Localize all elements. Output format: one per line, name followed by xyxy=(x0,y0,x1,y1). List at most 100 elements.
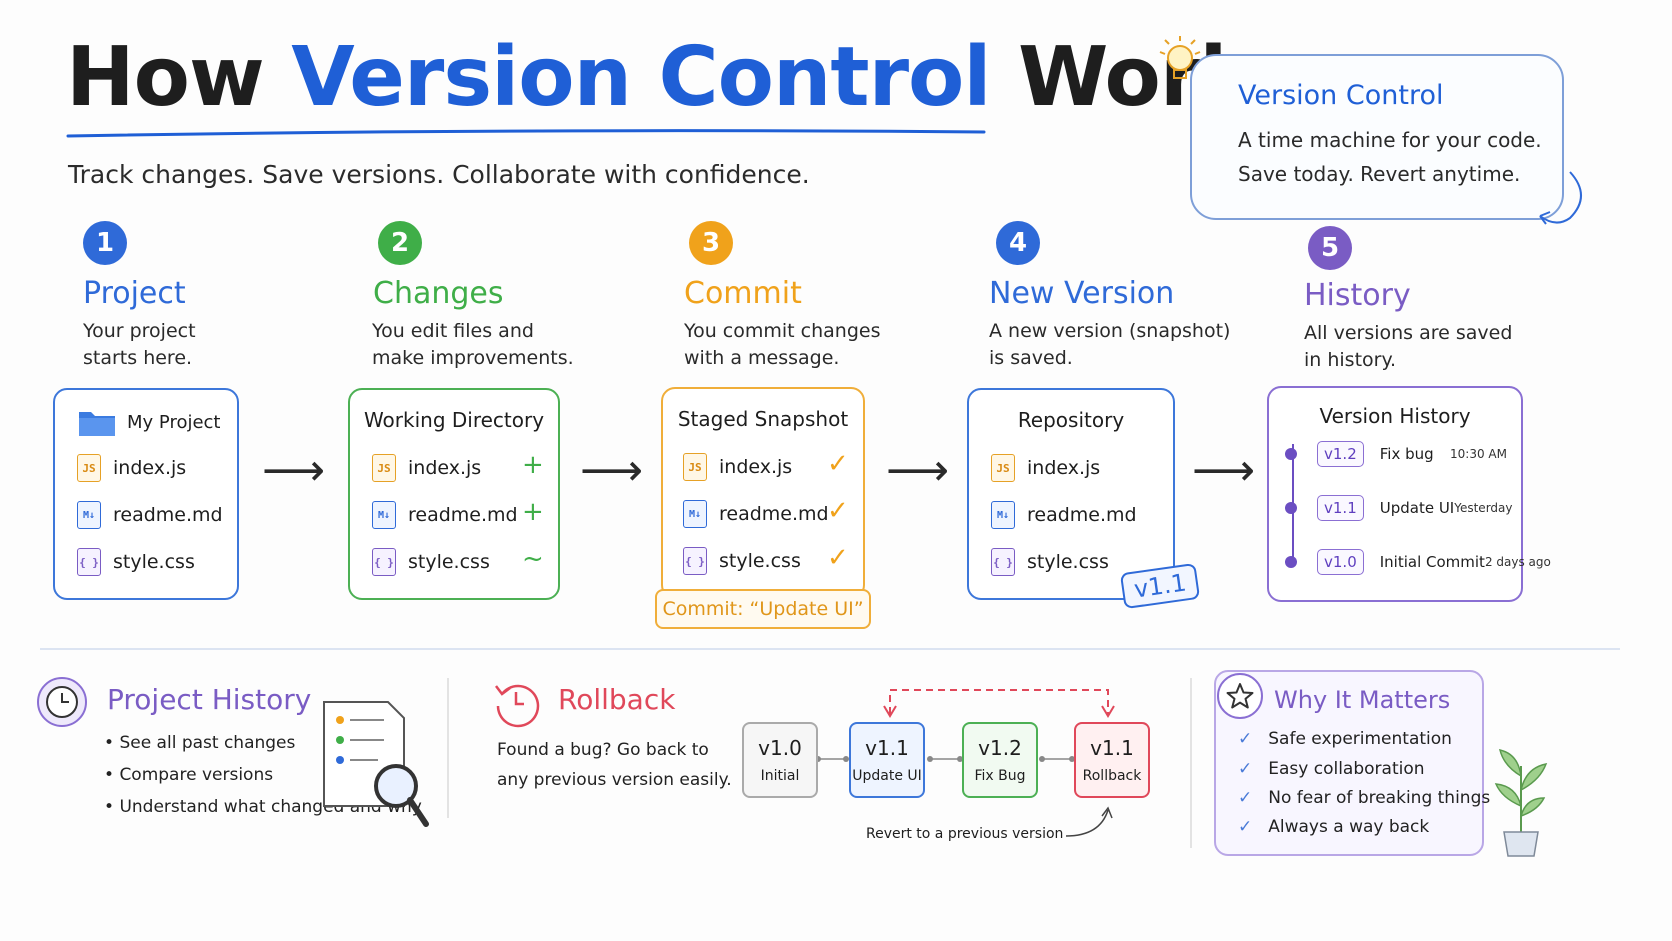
star-icon xyxy=(1217,673,1263,719)
file-name: index.js xyxy=(719,456,793,478)
step-5-desc-line-2: in history. xyxy=(1304,349,1397,371)
rollback-version-box[interactable]: v1.2 Fix Bug xyxy=(962,722,1038,798)
step-2-desc-line-2: make improvements. xyxy=(372,347,574,369)
plant-pot-icon xyxy=(1494,749,1548,857)
flow-arrow-4: ⟶ xyxy=(1192,445,1256,496)
file-name: index.js xyxy=(408,457,482,479)
css-file-icon: { } xyxy=(372,548,396,576)
column-divider xyxy=(447,678,449,818)
file-name: readme.md xyxy=(408,504,518,526)
file-name: readme.md xyxy=(719,503,829,525)
project-folder-row: My Project xyxy=(77,406,221,438)
step-4-desc-line-2: is saved. xyxy=(989,347,1073,369)
staged-check-icon: ✓ xyxy=(827,543,849,573)
rollback-version-box[interactable]: v1.1 Rollback xyxy=(1074,722,1150,798)
markdown-file-icon: M↓ xyxy=(77,501,101,529)
check-icon: ✓ xyxy=(1238,729,1253,749)
file-row-readme-md[interactable]: M↓ readme.md xyxy=(683,500,829,528)
file-name: style.css xyxy=(408,551,490,573)
column-divider xyxy=(1190,678,1192,848)
file-row-style-css[interactable]: { } style.css xyxy=(372,548,490,576)
file-row-index-js[interactable]: JS index.js xyxy=(77,454,186,482)
flow-arrow-1: ⟶ xyxy=(262,445,326,496)
file-name: style.css xyxy=(113,551,195,573)
page-title: How Version Control Works xyxy=(66,30,1302,125)
markdown-file-icon: M↓ xyxy=(991,501,1015,529)
css-file-icon: { } xyxy=(683,547,707,575)
file-row-style-css[interactable]: { } style.css xyxy=(683,547,801,575)
css-file-icon: { } xyxy=(77,548,101,576)
added-plus-icon: + xyxy=(522,450,544,480)
version-number: v1.1 xyxy=(865,736,909,760)
rollback-version-box[interactable]: v1.0 Initial xyxy=(742,722,818,798)
version-history-title: Version History xyxy=(1319,404,1471,428)
commit-time: Yesterday xyxy=(1454,501,1513,515)
why-item: ✓ Safe experimentation xyxy=(1238,729,1452,749)
step-2-title: Changes xyxy=(373,276,504,311)
callout-title: Version Control xyxy=(1238,80,1444,111)
css-file-icon: { } xyxy=(991,548,1015,576)
why-it-matters-title: Why It Matters xyxy=(1274,686,1451,714)
title-word-how: How xyxy=(66,30,265,125)
file-row-readme-md[interactable]: M↓ readme.md xyxy=(991,501,1137,529)
version-label: Rollback xyxy=(1082,768,1142,784)
check-icon: ✓ xyxy=(1238,817,1253,837)
version-control-callout: Version Control A time machine for your … xyxy=(1190,54,1564,220)
commit-message-label: Commit: “Update UI” xyxy=(655,589,871,629)
file-row-readme-md[interactable]: M↓ readme.md xyxy=(372,501,518,529)
modified-tilde-icon: ~ xyxy=(522,544,544,574)
version-tag: v1.1 xyxy=(1317,495,1364,521)
step-3-desc-line-1: You commit changes xyxy=(684,320,881,342)
step-5-desc-line-1: All versions are saved xyxy=(1304,322,1513,344)
file-row-index-js[interactable]: JS index.js xyxy=(991,454,1100,482)
step-3-number: 3 xyxy=(689,221,733,265)
history-row[interactable]: v1.1 Update UI Yesterday xyxy=(1285,492,1513,524)
version-history-card: Version History v1.2 Fix bug 10:30 AM v1… xyxy=(1267,386,1551,602)
commit-message: Update UI xyxy=(1379,499,1455,517)
why-item-text: Always a way back xyxy=(1268,817,1430,837)
file-row-index-js[interactable]: JS index.js xyxy=(683,453,792,481)
why-item-text: Safe experimentation xyxy=(1268,729,1452,749)
commit-time: 2 days ago xyxy=(1484,555,1551,569)
step-5-title: History xyxy=(1304,278,1411,313)
history-row[interactable]: v1.0 Initial Commit 2 days ago xyxy=(1285,546,1551,578)
title-underline xyxy=(66,129,986,138)
file-name: readme.md xyxy=(1027,504,1137,526)
file-row-index-js[interactable]: JS index.js xyxy=(372,454,481,482)
clock-icon xyxy=(37,677,87,727)
why-item-text: Easy collaboration xyxy=(1268,759,1425,779)
revert-note: Revert to a previous version xyxy=(866,826,1064,842)
callout-line-1: A time machine for your code. xyxy=(1238,128,1542,152)
rollback-clock-icon xyxy=(495,684,540,728)
file-name: index.js xyxy=(1027,457,1101,479)
version-tag: v1.2 xyxy=(1317,441,1364,467)
file-name: style.css xyxy=(719,550,801,572)
step-3-desc-line-2: with a message. xyxy=(684,347,840,369)
version-label: Fix Bug xyxy=(974,768,1026,784)
commit-time: 10:30 AM xyxy=(1450,447,1507,461)
file-row-readme-md[interactable]: M↓ readme.md xyxy=(77,501,223,529)
commit-message: Fix bug xyxy=(1379,445,1434,463)
project-history-bullet: • See all past changes xyxy=(104,733,296,753)
rollback-desc-line-2: any previous version easily. xyxy=(497,770,732,790)
why-item: ✓Easy collaboration xyxy=(1238,759,1425,779)
project-card: My Project JS index.js M↓ readme.md { } … xyxy=(53,388,239,600)
file-row-style-css[interactable]: { } style.css xyxy=(77,548,195,576)
timeline-dot xyxy=(1285,448,1297,460)
step-4-desc-line-1: A new version (snapshot) xyxy=(989,320,1231,342)
lightbulb-icon xyxy=(1159,36,1201,79)
timeline-dot xyxy=(1285,502,1297,514)
staged-check-icon: ✓ xyxy=(827,449,849,479)
timeline-dot xyxy=(1285,556,1297,568)
step-1-number: 1 xyxy=(83,221,127,265)
version-label: Initial xyxy=(760,768,800,784)
working-directory-title: Working Directory xyxy=(363,408,545,432)
js-file-icon: JS xyxy=(683,453,707,481)
repository-card: Repository JS index.js M↓ readme.md { } … xyxy=(967,388,1175,600)
file-row-style-css[interactable]: { } style.css xyxy=(991,548,1109,576)
history-row[interactable]: v1.2 Fix bug 10:30 AM xyxy=(1285,438,1507,470)
step-4-number: 4 xyxy=(996,221,1040,265)
why-item-text: No fear of breaking things xyxy=(1268,788,1491,808)
rollback-version-box[interactable]: v1.1 Update UI xyxy=(849,722,925,798)
staged-snapshot-card: Staged Snapshot JS index.js M↓ readme.md… xyxy=(661,387,865,599)
